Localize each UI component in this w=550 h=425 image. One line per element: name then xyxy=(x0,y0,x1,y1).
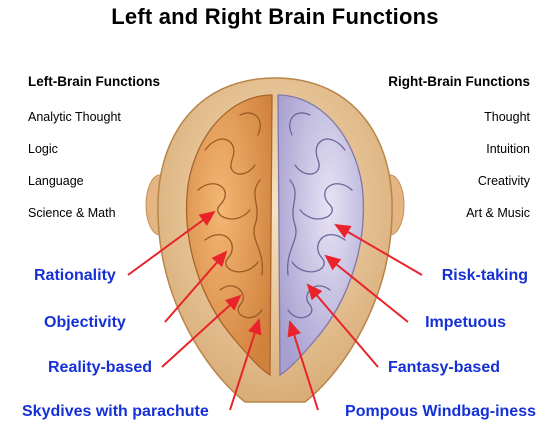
left-arrows xyxy=(127,210,262,411)
arrow xyxy=(287,320,319,411)
arrow xyxy=(161,294,242,368)
right-hemisphere xyxy=(277,94,365,377)
left-item-4: Science & Math xyxy=(28,206,116,220)
left-item-1: Analytic Thought xyxy=(28,110,121,124)
left-trait-rationality: Rationality xyxy=(34,267,116,284)
left-item-2: Logic xyxy=(28,142,58,156)
right-trait-fantasy-based: Fantasy-based xyxy=(387,359,500,376)
right-trait-pompous: Pompous Windbag-iness xyxy=(345,403,536,420)
right-item-4: Art & Music xyxy=(466,206,530,220)
left-trait-reality-based: Reality-based xyxy=(48,359,153,376)
arrow xyxy=(229,318,262,411)
arrow xyxy=(306,283,379,368)
right-trait-risk-taking: Risk-taking xyxy=(441,267,528,284)
arrow xyxy=(164,250,228,323)
left-heading: Left-Brain Functions xyxy=(28,74,160,89)
right-heading: Right-Brain Functions xyxy=(388,74,530,89)
right-trait-impetuous: Impetuous xyxy=(425,314,506,331)
left-item-3: Language xyxy=(28,174,84,188)
page-title: Left and Right Brain Functions xyxy=(111,4,439,29)
right-item-1: Thought xyxy=(484,110,530,124)
right-gyri xyxy=(286,112,353,319)
right-arrows xyxy=(287,223,423,411)
arrow xyxy=(324,254,409,323)
left-trait-objectivity: Objectivity xyxy=(44,314,126,331)
arrow xyxy=(127,210,216,276)
right-item-2: Intuition xyxy=(486,142,530,156)
right-item-3: Creativity xyxy=(477,174,530,188)
left-gyri xyxy=(197,112,264,319)
arrow xyxy=(334,223,423,276)
left-hemisphere xyxy=(185,94,273,377)
left-trait-skydives: Skydives with parachute xyxy=(22,403,209,420)
